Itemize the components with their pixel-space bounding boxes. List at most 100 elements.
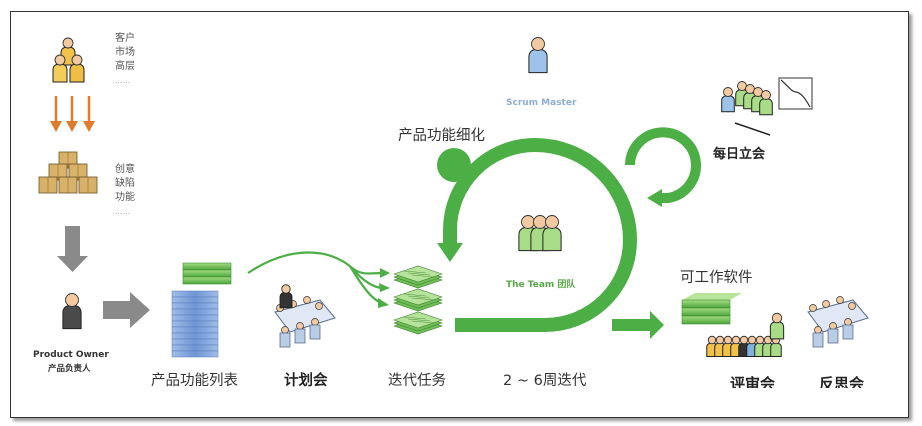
backlog-layer [171, 350, 219, 358]
backlog-layer [171, 290, 219, 298]
sprint-loop-arrowhead [437, 243, 463, 262]
stakeholder-customer: 客户 [115, 33, 135, 44]
sprint-cycle-arc [437, 137, 638, 332]
person-body [279, 291, 293, 309]
person-head [62, 37, 74, 49]
task-stack-1 [393, 265, 443, 289]
person-head [521, 215, 535, 229]
person-head [747, 335, 757, 345]
sprint-backlog-label: 迭代任务 [388, 373, 446, 389]
task-line [403, 293, 427, 297]
standup-floor [734, 122, 771, 136]
backlog-layer [171, 302, 219, 310]
product-owner-icon [62, 293, 82, 330]
task-line [411, 297, 435, 301]
daily-standup-label: 每日立会 [713, 147, 766, 162]
standup-member-4 [759, 90, 773, 116]
stakeholders-label: 客户 市场 高层 …… [115, 32, 135, 88]
person-head [71, 54, 83, 66]
task-line [407, 272, 431, 276]
attendee-head [822, 300, 830, 308]
person-head [723, 335, 733, 345]
split-arrowhead-2 [379, 283, 390, 292]
person-body [769, 321, 785, 340]
orange-arrowhead-1 [50, 121, 62, 132]
task-stack-3 [393, 311, 443, 335]
person-head [281, 284, 291, 294]
inputs-label: 创意 缺陷 功能 …… [115, 163, 135, 219]
chair [812, 332, 824, 348]
person-head [739, 335, 749, 345]
burndown-chart-icon [778, 77, 813, 110]
daily-loop-arrowhead [647, 189, 662, 207]
refinement-label: 产品功能细化 [398, 128, 485, 144]
task-line [411, 320, 435, 324]
person-body [721, 95, 735, 113]
person-head [731, 335, 741, 345]
backlog-layer [171, 332, 219, 340]
backlog-layer [171, 308, 219, 316]
attendee-head [303, 296, 311, 304]
backlog-layer [171, 338, 219, 346]
stakeholder-person-3 [69, 54, 85, 83]
backlog-layer [171, 314, 219, 322]
task-stacks-icon [393, 265, 443, 335]
team-label: The Team 团队 [506, 280, 576, 290]
person-head [65, 293, 79, 307]
inputs-more: …… [115, 208, 131, 216]
refinement-dot [437, 148, 471, 182]
product-owner-title: Product Owner [33, 350, 109, 360]
attendee-head [844, 318, 852, 326]
input-ideas: 创意 [115, 164, 135, 175]
stakeholders-more: …… [115, 77, 131, 85]
bottom-mask [650, 388, 908, 414]
person-head [54, 54, 66, 66]
product-backlog-label: 产品功能列表 [151, 373, 238, 389]
sprint-length-label: 2 ~ 6周迭代 [503, 373, 587, 389]
attendee-head [296, 322, 304, 330]
person-head [723, 87, 733, 97]
attendee-head [814, 326, 822, 334]
orange-arrowhead-3 [83, 121, 95, 132]
chair [309, 324, 321, 340]
daily-cycle-arc [625, 127, 701, 207]
task-line [407, 295, 431, 299]
backlog-blue-stack [171, 290, 219, 358]
person-body [542, 226, 562, 252]
green-right-arrow [612, 311, 664, 339]
planning-split-arrow [247, 251, 383, 305]
split-arrowhead-3 [378, 298, 389, 308]
person-body [759, 98, 773, 116]
input-features: 功能 [115, 192, 135, 203]
person-body [528, 48, 548, 74]
attendee-head [809, 304, 817, 312]
chair [842, 324, 854, 340]
task-stack-2 [393, 288, 443, 312]
person-body [69, 63, 85, 83]
software-stack-icon [681, 293, 742, 325]
attendee-head [829, 322, 837, 330]
person-body [52, 63, 68, 83]
standup-scrum-master [721, 87, 735, 113]
split-arrowhead-1 [380, 268, 390, 278]
backlog-layer [171, 326, 219, 334]
working-software-label: 可工作软件 [680, 270, 753, 286]
task-line [403, 316, 427, 320]
backlog-layer [171, 296, 219, 304]
person-head [545, 215, 559, 229]
backlog-green-top [182, 262, 232, 285]
scrum-master-label: Scrum Master [506, 98, 577, 108]
person-head [533, 215, 547, 229]
review-meeting-label: 评审会 [730, 375, 776, 388]
attendee-head [311, 318, 319, 326]
orange-arrowhead-2 [66, 121, 78, 132]
scrum-master-icon [528, 37, 548, 74]
grey-down-arrow [57, 226, 88, 272]
review-meeting-label-clip: 评审会 [725, 372, 785, 388]
retrospective-label-clip: 反思会 [815, 372, 875, 388]
input-defects: 缺陷 [115, 178, 135, 189]
retrospective-icon [807, 296, 869, 348]
person-body [770, 342, 782, 357]
attendee-head [848, 302, 856, 310]
